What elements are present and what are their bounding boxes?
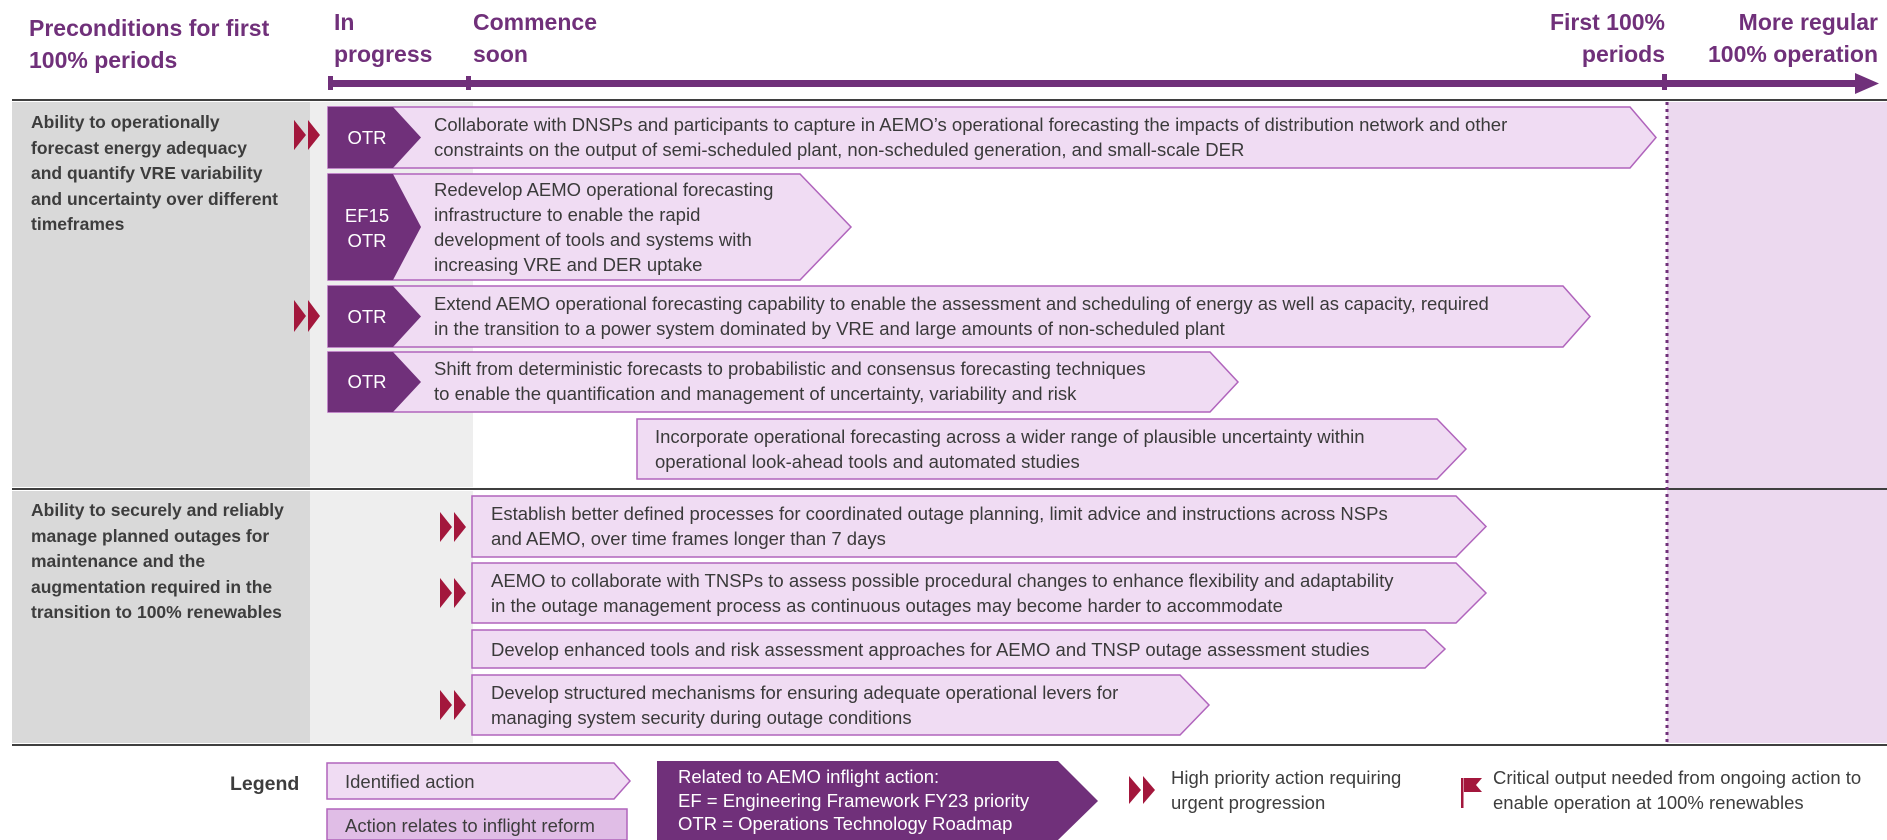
action-text-r2-2: AEMO to collaborate with TNSPs to assess…	[491, 570, 1394, 616]
action-arrow-r2-4	[471, 674, 1211, 736]
action-arrow-r1-5	[636, 418, 1468, 480]
priority-icon-r1-1	[294, 120, 320, 150]
future-region	[1667, 102, 1887, 743]
tag-otr-r1-3: OTR	[347, 306, 387, 327]
header-commence-soon: Commence soon	[473, 9, 597, 67]
legend-identified-swatch	[326, 762, 632, 800]
legend-title: Legend	[230, 773, 300, 795]
priority-icon-r2-2	[440, 578, 466, 608]
tag-otr-r1-4: OTR	[347, 371, 387, 392]
row1-label: Ability to operationally forecast energy…	[31, 112, 278, 234]
tag-box-r1-1	[328, 107, 421, 168]
row1-label-bg	[12, 102, 310, 487]
action-text-r1-5: Incorporate operational forecasting acro…	[655, 426, 1365, 472]
header-more-regular: More regular 100% operation	[1708, 9, 1878, 67]
action-arrow-r2-1	[471, 495, 1488, 558]
legend-related-label: Related to AEMO inflight action: EF = En…	[678, 766, 1030, 834]
tag-box-r1-4	[328, 352, 421, 412]
header-preconditions: Preconditions for first 100% periods	[29, 15, 270, 73]
action-text-r2-1: Establish better defined processes for c…	[491, 503, 1388, 549]
action-text-r1-2: Redevelop AEMO operational forecasting i…	[434, 179, 774, 275]
tag-otr-r1-1: OTR	[347, 127, 387, 148]
row2-label-bg	[12, 491, 310, 743]
header-in-progress: In progress	[334, 9, 433, 67]
action-text-r2-4: Develop structured mechanisms for ensuri…	[491, 682, 1119, 728]
action-text-r2-3: Develop enhanced tools and risk assessme…	[491, 639, 1370, 660]
legend-inflight-label: Action relates to inflight reform	[345, 815, 595, 836]
legend-critical-label: Critical output needed from ongoing acti…	[1493, 767, 1862, 813]
priority-icon-r2-4	[440, 690, 466, 720]
tag-ef15-otr-r1-2: EF15 OTR	[344, 205, 390, 251]
legend-identified-label: Identified action	[345, 771, 475, 792]
priority-icon-r1-3	[294, 300, 320, 332]
action-text-r1-4: Shift from deterministic forecasts to pr…	[434, 358, 1146, 404]
action-arrow-r2-3	[471, 629, 1447, 669]
timeline-axis	[328, 73, 1879, 94]
row2-label: Ability to securely and reliably manage …	[31, 500, 284, 622]
header-first-100: First 100% periods	[1549, 9, 1665, 67]
legend-inflight-swatch	[326, 808, 628, 840]
action-text-r1-1: Collaborate with DNSPs and participants …	[434, 114, 1508, 160]
tag-box-r1-2	[328, 174, 421, 280]
legend-priority-icon	[1129, 776, 1155, 804]
legend-related-swatch	[657, 761, 1098, 840]
tag-box-r1-3	[328, 286, 421, 347]
legend-flag-icon	[1461, 778, 1482, 808]
action-text-r1-3: Extend AEMO operational forecasting capa…	[434, 293, 1489, 339]
priority-icon-r2-1	[440, 512, 466, 542]
action-arrow-r2-2	[471, 562, 1488, 624]
legend-priority-label: High priority action requiring urgent pr…	[1171, 767, 1402, 813]
